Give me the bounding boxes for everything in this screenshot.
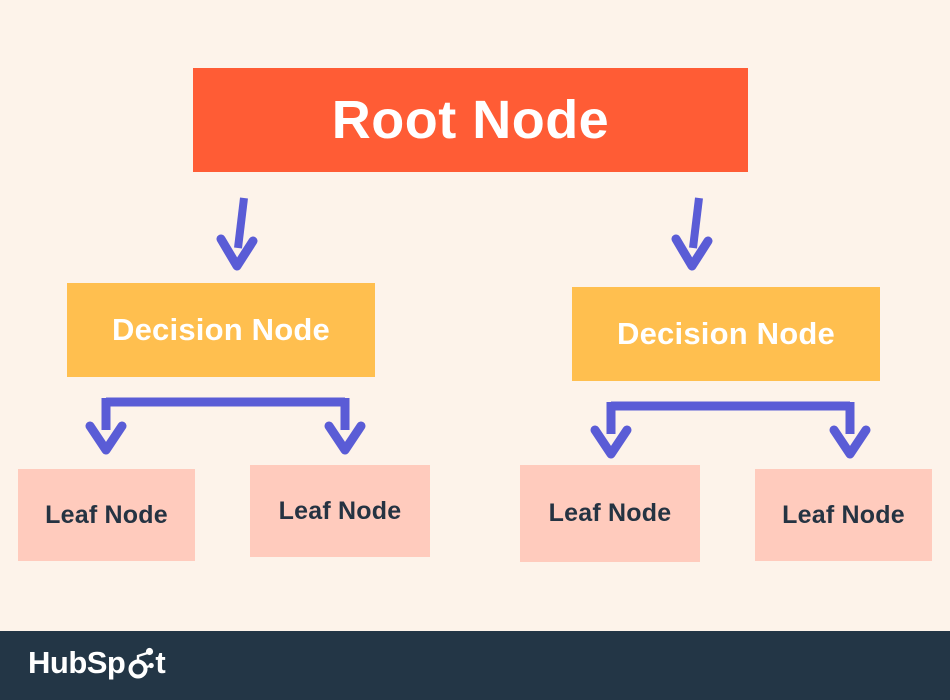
bracket-decision-right-to-leaves <box>590 401 871 459</box>
leaf-node-4-label: Leaf Node <box>782 500 905 529</box>
hubspot-logo[interactable]: HubSp t <box>28 645 166 681</box>
leaf-node-3[interactable]: Leaf Node <box>520 465 700 562</box>
hubspot-sprocket-icon <box>128 647 155 679</box>
arrow-root-to-decision-right <box>671 197 713 271</box>
decision-node-right-label: Decision Node <box>617 315 835 351</box>
hubspot-wordmark-part-2: t <box>155 645 166 680</box>
hubspot-wordmark-part-1: HubSp <box>28 645 126 680</box>
leaf-node-1-label: Leaf Node <box>45 500 168 529</box>
footer-bar <box>0 631 950 700</box>
leaf-node-2[interactable]: Leaf Node <box>250 465 430 557</box>
bracket-decision-left-to-leaves <box>85 397 366 455</box>
root-node[interactable]: Root Node <box>193 68 748 172</box>
root-node-label: Root Node <box>331 89 610 150</box>
leaf-node-3-label: Leaf Node <box>548 499 672 528</box>
decision-node-right[interactable]: Decision Node <box>572 287 880 381</box>
decision-node-left-label: Decision Node <box>112 311 330 347</box>
leaf-node-4[interactable]: Leaf Node <box>755 469 932 561</box>
arrow-root-to-decision-left <box>216 197 258 271</box>
leaf-node-2-label: Leaf Node <box>278 496 402 525</box>
decision-node-left[interactable]: Decision Node <box>67 283 375 377</box>
leaf-node-1[interactable]: Leaf Node <box>18 469 195 561</box>
